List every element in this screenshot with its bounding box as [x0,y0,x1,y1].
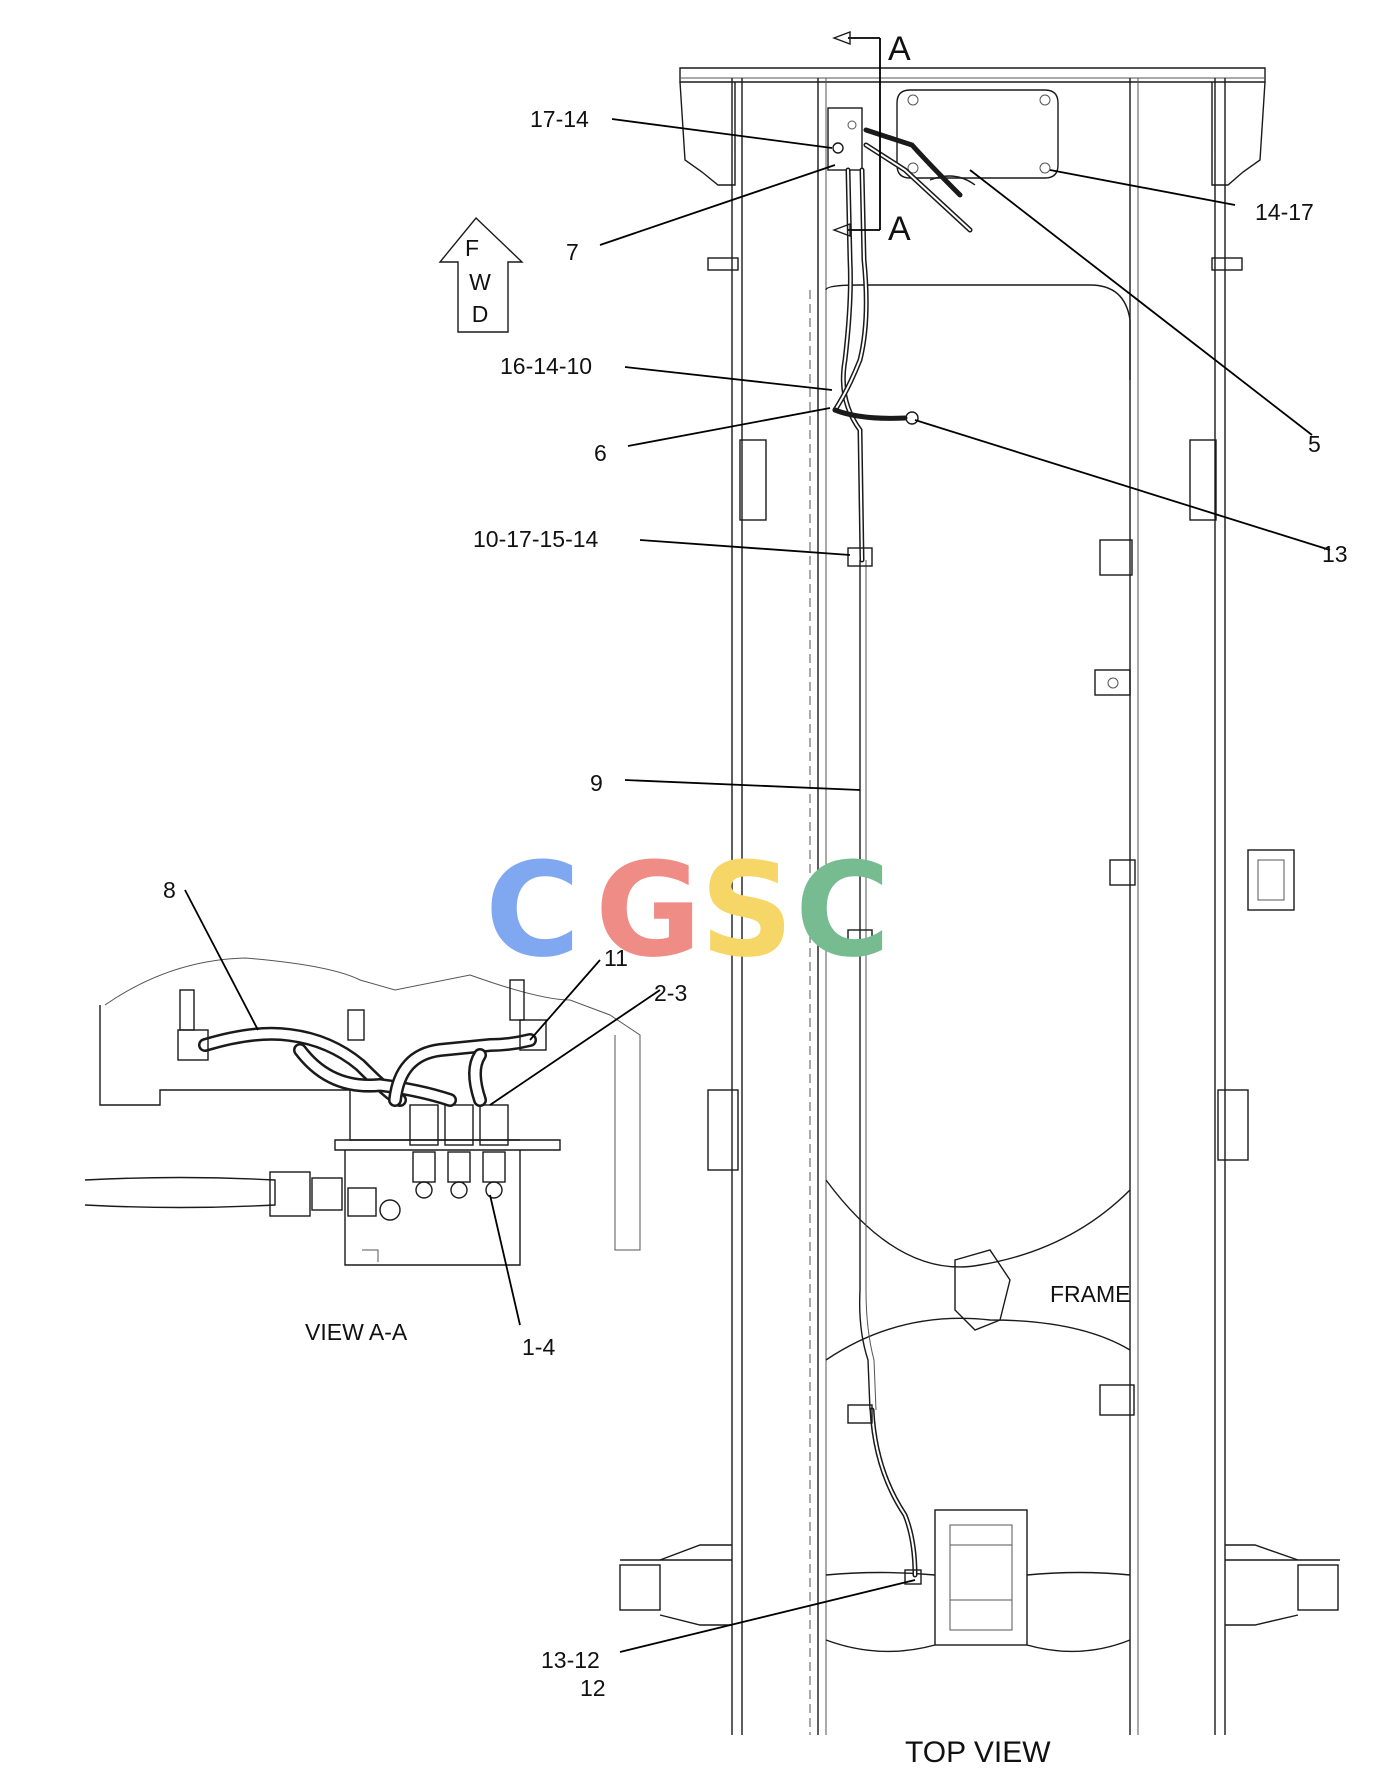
fwd-letter-d: D [472,301,489,327]
top-view-label: TOP VIEW [905,1736,1051,1769]
fwd-arrow-icon: F W D [438,216,524,333]
cover-plate [896,89,1059,186]
watermark-letter-3: S [700,834,794,986]
callout-13-12: 13-12 [541,1647,600,1673]
frame-drawing [619,67,1340,1735]
view-labels: FRAME VIEW A-A TOP VIEW [305,1281,1131,1769]
section-mark-top: A [888,30,911,68]
section-marker: A A [832,30,911,248]
watermark-letter-4: C [795,834,890,986]
callout-labels: 17-14 7 14-17 16-14-10 6 5 10-17-15-14 1… [163,106,1348,1701]
fwd-letter-f: F [465,235,479,261]
callout-6: 6 [594,440,607,466]
callout-1-4: 1-4 [522,1334,555,1360]
watermark-letter-2: G [595,834,702,986]
watermark-letter-1: C [485,834,580,986]
hose-routing [832,127,973,1585]
watermark-logo: C G S C [485,834,890,986]
fitting-row [409,1104,509,1199]
view-aa-detail [84,957,641,1266]
manifold-block [827,107,863,171]
callout-12: 12 [580,1675,606,1701]
section-mark-bottom: A [888,210,911,248]
frame-label: FRAME [1050,1281,1131,1307]
fwd-letter-w: W [469,269,491,295]
callout-8: 8 [163,877,176,903]
callout-16-14-10: 16-14-10 [500,353,592,379]
callout-7: 7 [566,239,579,265]
callout-5: 5 [1308,431,1321,457]
view-aa-label: VIEW A-A [305,1319,408,1345]
callout-9: 9 [590,770,603,796]
callout-2-3: 2-3 [654,980,687,1006]
callout-11: 11 [604,945,628,971]
callout-13: 13 [1322,541,1348,567]
callout-10-17-15-14: 10-17-15-14 [473,526,599,552]
callout-17-14: 17-14 [530,106,589,132]
callout-14-17: 14-17 [1255,199,1314,225]
leader-lines [184,118,1331,1653]
